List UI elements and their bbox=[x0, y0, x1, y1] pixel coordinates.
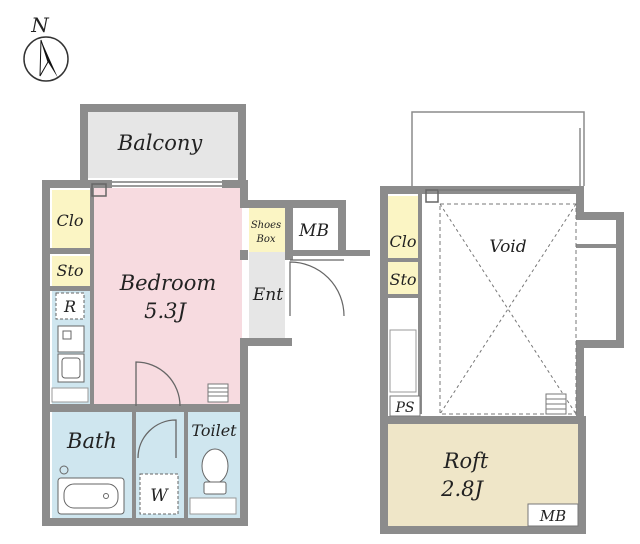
f2-stairs-icon bbox=[545, 393, 567, 415]
wash-door-icon bbox=[137, 419, 177, 459]
entrance-label: Ent bbox=[252, 285, 283, 305]
storage-area bbox=[52, 256, 90, 286]
compass-icon: N bbox=[23, 13, 69, 82]
washer-label: W bbox=[150, 486, 169, 506]
compass-label: N bbox=[30, 13, 50, 37]
bathtub-icon bbox=[57, 465, 125, 515]
closet-label: Clo bbox=[57, 211, 84, 230]
meter-box-label: MB bbox=[298, 221, 329, 241]
shoes-box-area bbox=[249, 208, 285, 252]
shoes-box-line1: Shoes bbox=[251, 220, 281, 231]
pipe-space-box bbox=[389, 395, 421, 417]
floor-2: Void Clo Sto PS Roft 2.8J MB bbox=[380, 111, 624, 534]
washer-box bbox=[139, 473, 179, 515]
entrance-door-icon bbox=[289, 250, 370, 317]
closet-area bbox=[52, 190, 90, 248]
sink-icon bbox=[51, 325, 89, 403]
bedroom-name: Bedroom bbox=[119, 271, 217, 295]
loft-name: Roft bbox=[443, 449, 489, 473]
balcony-area bbox=[80, 106, 244, 178]
toilet-label: Toilet bbox=[191, 421, 237, 440]
f2-closet-label: Clo bbox=[390, 232, 417, 251]
shoes-box-line2: Box bbox=[255, 234, 275, 245]
balcony-label: Balcony bbox=[117, 131, 204, 155]
f2-meter-box bbox=[527, 503, 579, 527]
f2-storage-label: Sto bbox=[389, 270, 416, 289]
stairs-icon bbox=[207, 383, 229, 403]
floor-1: Balcony bbox=[42, 104, 370, 526]
void-label: Void bbox=[489, 237, 526, 257]
pipe-space-label: PS bbox=[394, 400, 414, 416]
bedroom-door-icon bbox=[135, 361, 181, 407]
f2-closet-area bbox=[388, 196, 418, 258]
bedroom-size: 5.3J bbox=[144, 299, 187, 323]
entrance-area bbox=[249, 252, 285, 338]
refrigerator-label: R bbox=[63, 297, 76, 316]
f2-storage-area bbox=[388, 262, 418, 294]
bedroom-area bbox=[92, 188, 242, 406]
void-area bbox=[439, 203, 577, 415]
toilet-icon bbox=[201, 448, 229, 495]
f2-meter-box-label: MB bbox=[539, 507, 566, 525]
bath-label: Bath bbox=[66, 429, 117, 453]
loft-size: 2.8J bbox=[440, 477, 484, 501]
storage-label: Sto bbox=[56, 261, 83, 280]
